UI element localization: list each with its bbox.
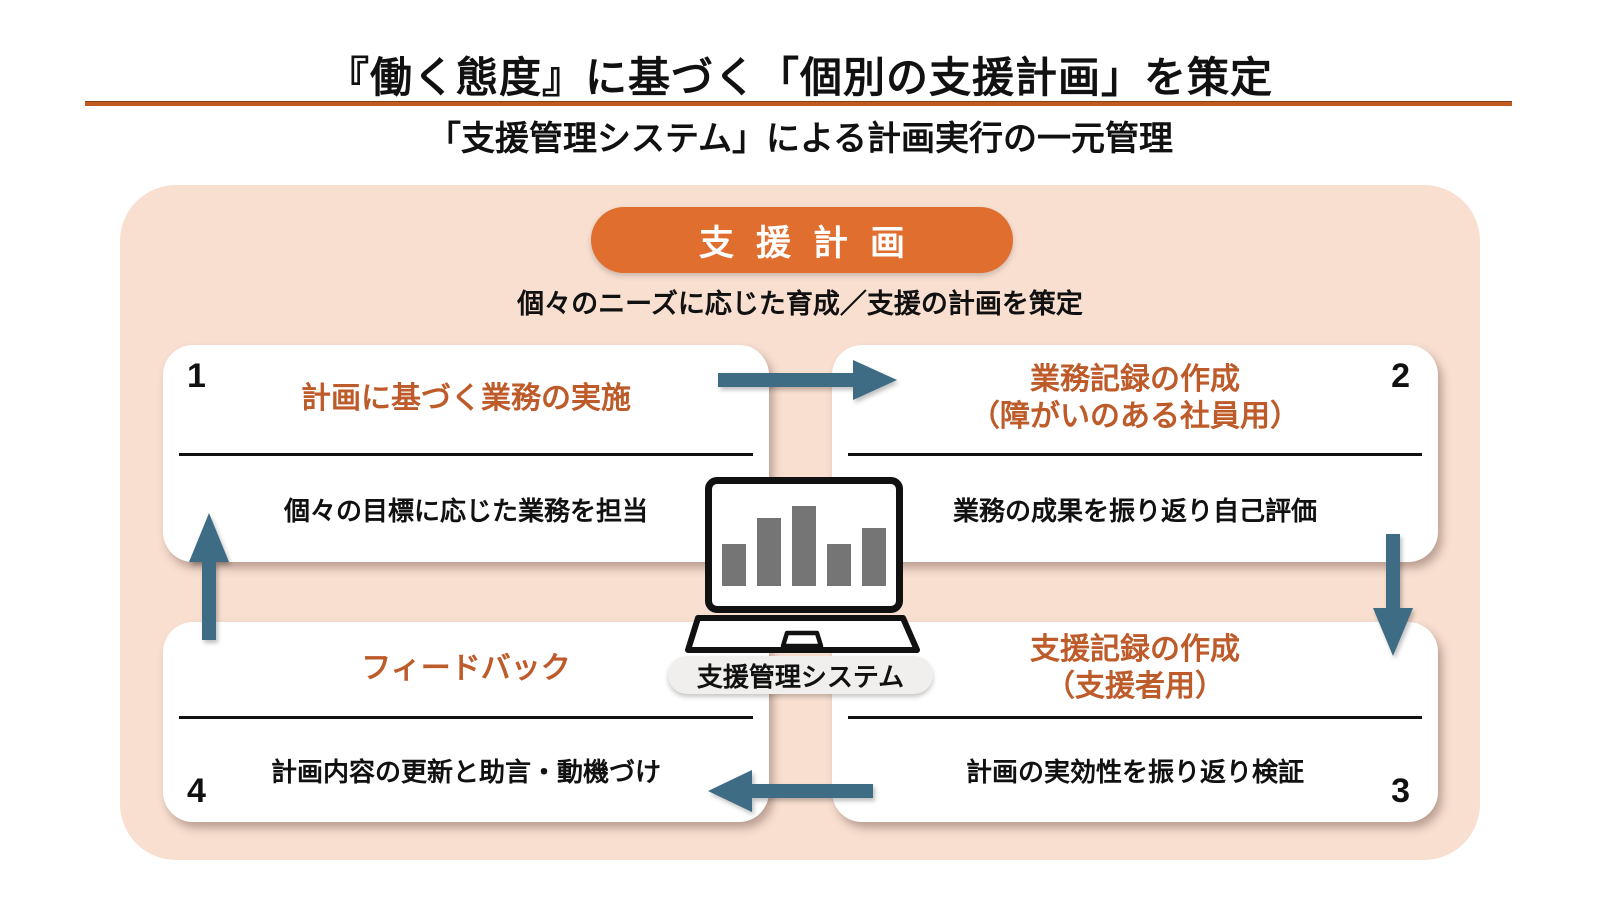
laptop-keyboard-icon (685, 615, 920, 653)
touchpad-icon (780, 630, 824, 649)
card-step-3: 3 支援記録の作成 （支援者用） 計画の実効性を振り返り検証 (832, 622, 1438, 822)
step-number: 3 (1391, 772, 1410, 810)
card-step-4: 4 フィードバック 計画内容の更新と助言・動機づけ (163, 622, 769, 822)
card-divider (179, 716, 753, 719)
page-subtitle: 「支援管理システム」による計画実行の一元管理 (427, 120, 1173, 158)
card-divider (848, 453, 1422, 456)
card-body: 計画内容の更新と助言・動機づけ (270, 757, 661, 787)
system-label-pill: 支援管理システム (668, 656, 933, 694)
laptop-icon (705, 477, 903, 613)
card-title-line2: （障がいのある社員用） (970, 400, 1300, 433)
title-underline (85, 101, 1512, 106)
page-title: 『働く態度』に基づく「個別の支援計画」を策定 (326, 54, 1273, 101)
card-title: フィードバック (163, 622, 769, 714)
laptop-chart-bar (827, 544, 851, 586)
card-title-line1: フィードバック (361, 651, 571, 685)
card-step-1: 1 計画に基づく業務の実施 個々の目標に応じた業務を担当 (163, 345, 769, 562)
step-number: 2 (1391, 357, 1410, 395)
card-body: 計画の実効性を振り返り検証 (965, 757, 1304, 787)
laptop-chart-bar (757, 518, 781, 586)
card-title: 計画に基づく業務の実施 (163, 345, 769, 451)
card-title-line1: 業務記録の作成 (1030, 363, 1240, 396)
badge-caption: 個々のニーズに応じた育成／支援の計画を策定 (517, 289, 1083, 319)
card-body: 業務の成果を振り返り自己評価 (952, 495, 1317, 526)
card-body: 個々の目標に応じた業務を担当 (283, 495, 648, 526)
card-divider (848, 716, 1422, 719)
support-plan-badge: 支援計画 (591, 207, 1013, 273)
card-step-2: 2 業務記録の作成 （障がいのある社員用） 業務の成果を振り返り自己評価 (832, 345, 1438, 562)
card-title-line1: 支援記録の作成 (1030, 633, 1240, 666)
card-divider (179, 453, 753, 456)
card-title: 支援記録の作成 （支援者用） (832, 622, 1438, 714)
card-title-line1: 計画に基づく業務の実施 (301, 381, 631, 415)
laptop-chart-bar (792, 506, 816, 586)
laptop-chart-bar (862, 528, 886, 586)
step-number: 1 (187, 357, 206, 395)
card-title-line2: （支援者用） (1045, 670, 1225, 703)
step-number: 4 (187, 772, 206, 810)
card-title: 業務記録の作成 （障がいのある社員用） (832, 345, 1438, 451)
laptop-chart-bar (722, 544, 746, 586)
